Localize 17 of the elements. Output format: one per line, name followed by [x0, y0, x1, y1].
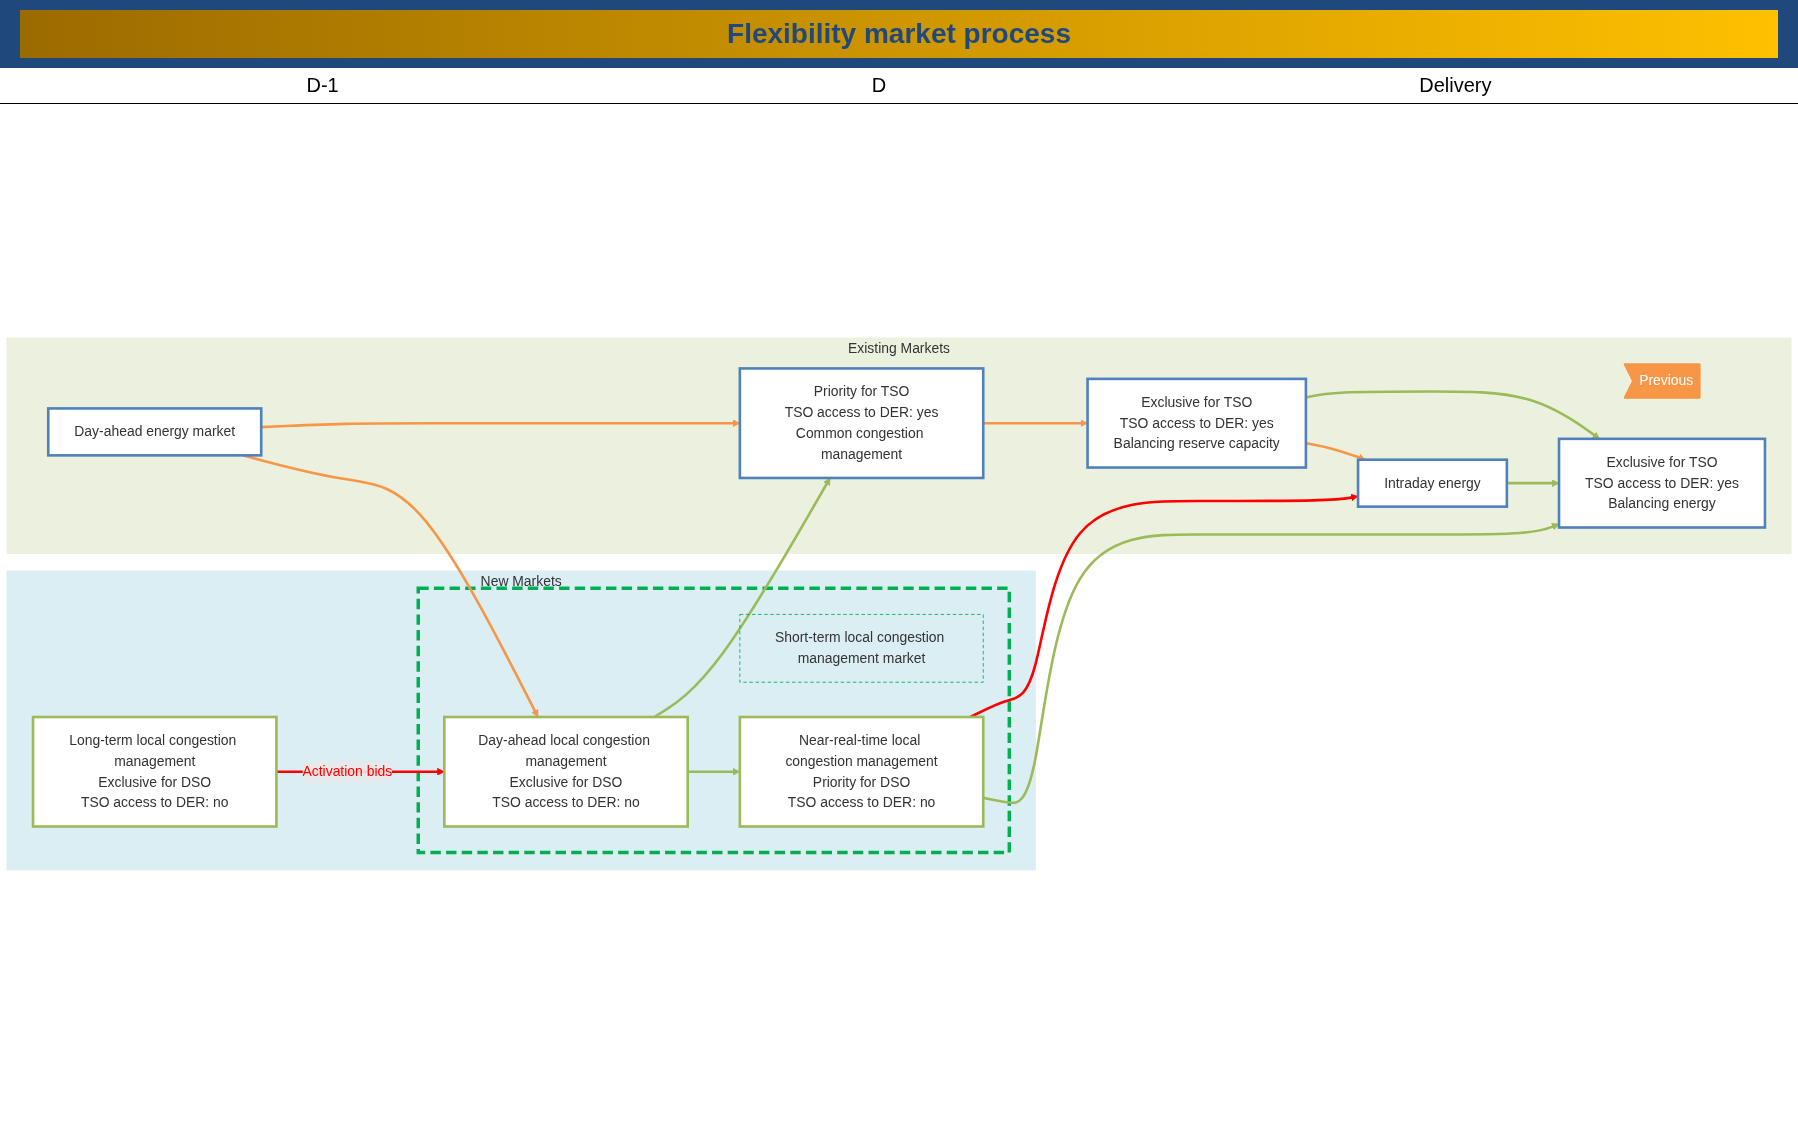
edge-label: Activation bids [302, 763, 393, 779]
node-box: Priority for TSO TSO access to DER: yes Common congestion management [738, 367, 985, 480]
node-box: Day-ahead energy market [46, 407, 263, 457]
node-box: Exclusive for TSO TSO access to DER: yes Balancing reserve capacity [1086, 377, 1308, 469]
arrow [983, 419, 1088, 428]
node-box: Near-real-time local congestion management Priority for DSO TSO access to DER: no [738, 715, 985, 828]
cluster [416, 586, 1012, 855]
arrow [1506, 479, 1560, 487]
node-box: Long-term local congestion management Exclusive for DSO TSO access to DER: no [31, 715, 278, 828]
title-banner: Flexibility market process [20, 10, 1778, 58]
node-box: Intraday energy [1356, 458, 1509, 508]
node-box: Short-term local congestion management market [739, 614, 984, 683]
node-box: Day-ahead local congestion management Exclusive for DSO TSO access to DER: no [443, 715, 689, 828]
timeline-label: D [871, 74, 887, 97]
timeline-label: Delivery [1419, 74, 1492, 97]
timeline-label: D-1 [306, 74, 339, 97]
node-box: Exclusive for TSO TSO access to DER: yes Balancing energy [1557, 437, 1767, 529]
